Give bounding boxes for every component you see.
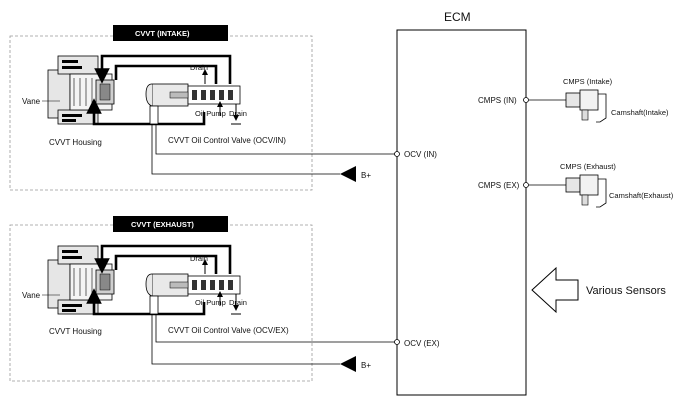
intake-connector [149,105,159,125]
intake-valve-label: CVVT Oil Control Valve (OCV/IN) [168,136,286,145]
intake-drain-bottom-label: Drain [229,109,247,118]
exhaust-retard-oil-line [114,254,218,274]
intake-housing-label: CVVT Housing [49,138,102,147]
exhaust-housing-label: CVVT Housing [49,327,102,336]
various-sensors-label: Various Sensors [586,285,666,297]
cvvt-exhaust-group: CVVT (EXHAUST) Vane CVVT Housing [9,216,397,382]
ecm-box [396,29,527,396]
exhaust-bplus-label: B+ [361,361,371,370]
exhaust-bplus-wire [151,314,340,365]
exhaust-return-oil-line [86,288,206,316]
exhaust-oil-pump-label: Oil Pump [195,298,226,307]
intake-header-bar [113,25,228,41]
intake-drain-top-label: Drain [190,63,208,72]
intake-ocv-valve-icon [145,83,241,107]
ocv-ex-pin [394,339,400,345]
exhaust-drain-top-label: Drain [190,254,208,263]
exhaust-header: CVVT (EXHAUST) [131,220,194,229]
various-sensors-arrow [531,266,579,314]
exhaust-vane-label: Vane [22,291,41,300]
exhaust-advance-oil-line [94,244,232,274]
cmps-in-label: CMPS (IN) [478,96,517,105]
exhaust-cvvt-housing-icon [47,245,115,315]
intake-oil-pump-label: Oil Pump [195,109,226,118]
intake-return-oil-line [86,98,206,126]
intake-advance-oil-line [94,54,232,84]
exhaust-drain-bottom-label: Drain [229,298,247,307]
ocv-ex-label: OCV (EX) [404,339,440,348]
ecm-title: ECM [444,10,471,24]
camshaft-intake-label: Camshaft(Intake) [611,108,669,117]
exhaust-connector [149,295,159,315]
intake-header: CVVT (INTAKE) [135,29,190,38]
ocv-in-pin [394,151,400,157]
intake-bplus-label: B+ [361,171,371,180]
exhaust-ocv-valve-icon [145,273,241,297]
cmps-exhaust-sensor-icon [565,174,607,208]
exhaust-header-bar [113,216,228,232]
cmps-intake-label: CMPS (Intake) [563,77,613,86]
exhaust-valve-label: CVVT Oil Control Valve (OCV/EX) [168,326,289,335]
exhaust-bplus-triangle [340,356,356,372]
intake-retard-oil-line [114,64,218,84]
cvvt-intake-group: CVVT (INTAKE) Vane CVVT Housing [9,25,397,191]
intake-bplus-wire [151,124,340,175]
cmps-ex-pin [523,182,529,188]
intake-vane-label: Vane [22,97,41,106]
cmps-intake-sensor-icon [565,89,607,123]
intake-cvvt-housing-icon [47,55,115,125]
cmps-in-pin [523,97,529,103]
cmps-ex-label: CMPS (EX) [478,181,520,190]
intake-ocv-signal-wire [155,124,397,155]
ocv-in-label: OCV (IN) [404,150,437,159]
exhaust-ocv-signal-wire [155,314,397,343]
cmps-exhaust-label: CMPS (Exhaust) [560,162,616,171]
intake-bplus-triangle [340,166,356,182]
camshaft-exhaust-label: Camshaft(Exhaust) [609,191,674,200]
